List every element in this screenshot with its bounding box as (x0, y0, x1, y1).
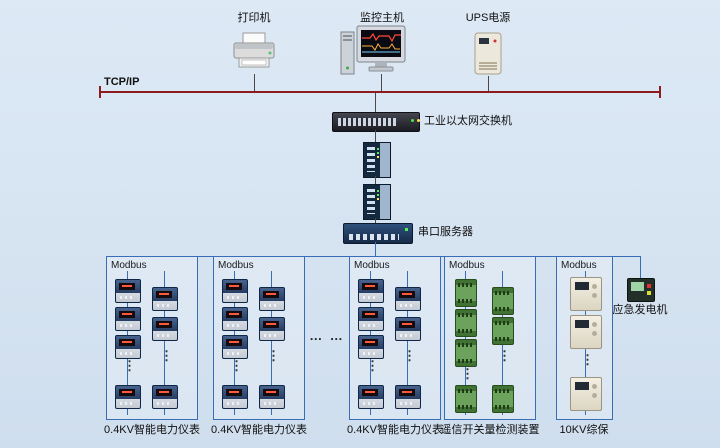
media-converter-icon (363, 142, 391, 178)
ups-label: UPS电源 (465, 12, 511, 24)
power-meter-icon (152, 287, 178, 311)
power-meter-icon (259, 287, 285, 311)
modbus-group-3: Modbus ⋮ ⋮ (349, 256, 441, 420)
power-meter-icon (115, 307, 141, 331)
tcpip-backbone-line (100, 91, 660, 93)
backbone-label: TCP/IP (104, 76, 140, 88)
group-5-caption: 10KV综保 (559, 424, 609, 436)
power-meter-icon (358, 335, 384, 359)
power-meter-icon (358, 307, 384, 331)
modbus-label: Modbus (354, 260, 390, 271)
group-1-caption: 0.4KV智能电力仪表 (104, 424, 200, 436)
more-devices-ellipsis: ⋮ (581, 352, 594, 367)
modbus-group-4: Modbus ⋮ ⋮ (444, 256, 536, 420)
power-meter-icon (222, 335, 248, 359)
connector-line (254, 74, 255, 92)
io-module-icon (492, 317, 514, 345)
power-meter-icon (259, 385, 285, 409)
backbone-endcap-left (99, 86, 101, 98)
connector-line (375, 218, 376, 223)
printer-icon (230, 32, 278, 79)
connector-line (488, 76, 489, 92)
more-groups-ellipsis: … … (309, 328, 345, 343)
io-module-icon (492, 385, 514, 413)
more-devices-ellipsis: ⋮ (461, 366, 474, 381)
power-meter-icon (152, 317, 178, 341)
connector-line (640, 256, 641, 278)
connector-line (375, 130, 376, 142)
modbus-label: Modbus (218, 260, 254, 271)
io-module-icon (455, 385, 477, 413)
more-devices-ellipsis: ⋮ (267, 348, 280, 363)
backbone-endcap-right (659, 86, 661, 98)
printer-label: 打印机 (237, 12, 271, 24)
power-meter-icon (259, 317, 285, 341)
modbus-group-2: Modbus ⋮ ⋮ (213, 256, 305, 420)
protection-relay-icon (570, 315, 602, 349)
power-meter-icon (222, 307, 248, 331)
io-module-icon (455, 309, 477, 337)
more-devices-ellipsis: ⋮ (498, 348, 511, 363)
ups-icon (472, 32, 504, 81)
power-meter-icon (395, 385, 421, 409)
bus-line (407, 271, 408, 415)
protection-relay-icon (570, 277, 602, 311)
generator-controller-icon (627, 278, 655, 302)
media-converter-icon (363, 184, 391, 220)
connector-line (375, 242, 376, 257)
modbus-label: Modbus (449, 260, 485, 271)
io-module-icon (455, 279, 477, 307)
connector-line (381, 74, 382, 92)
power-meter-icon (115, 335, 141, 359)
group-3-caption: 0.4KV智能电力仪表 (347, 424, 443, 436)
modbus-label: Modbus (561, 260, 597, 271)
group-4-caption: 遥信开关量检测装置 (440, 424, 540, 436)
power-meter-icon (395, 317, 421, 341)
power-meter-icon (222, 279, 248, 303)
power-meter-icon (358, 279, 384, 303)
more-devices-ellipsis: ⋮ (366, 358, 379, 373)
modbus-label: Modbus (111, 260, 147, 271)
connector-line (375, 176, 376, 184)
bus-line (271, 271, 272, 415)
serial-server-icon (343, 223, 413, 244)
serial-server-label: 串口服务器 (418, 226, 473, 238)
bus-line (164, 271, 165, 415)
power-meter-icon (395, 287, 421, 311)
protection-relay-icon (570, 377, 602, 411)
group-2-caption: 0.4KV智能电力仪表 (211, 424, 307, 436)
connector-line (375, 93, 376, 112)
io-module-icon (455, 339, 477, 367)
power-meter-icon (222, 385, 248, 409)
monitor-host-label: 监控主机 (360, 12, 404, 24)
more-devices-ellipsis: ⋮ (160, 348, 173, 363)
modbus-group-5: Modbus ⋮ (556, 256, 613, 420)
power-meter-icon (115, 385, 141, 409)
generator-label: 应急发电机 (612, 304, 668, 316)
modbus-group-1: Modbus ⋮ ⋮ (106, 256, 198, 420)
monitor-host-icon (340, 24, 410, 87)
power-meter-icon (115, 279, 141, 303)
io-module-icon (492, 287, 514, 315)
ethernet-switch-icon (332, 112, 420, 132)
more-devices-ellipsis: ⋮ (230, 358, 243, 373)
power-meter-icon (152, 385, 178, 409)
power-meter-icon (358, 385, 384, 409)
more-devices-ellipsis: ⋮ (403, 348, 416, 363)
ethernet-switch-label: 工业以太网交换机 (424, 115, 512, 127)
more-devices-ellipsis: ⋮ (123, 358, 136, 373)
